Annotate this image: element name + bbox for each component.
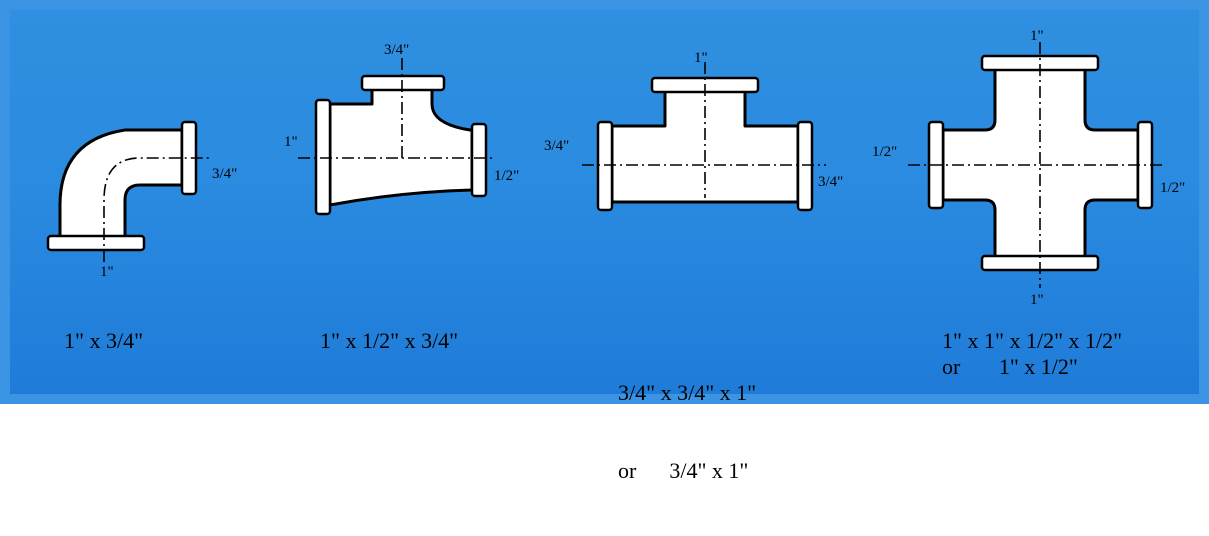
- tee-label-top: 1": [694, 50, 708, 66]
- elbow-caption: 1" x 3/4": [64, 328, 143, 354]
- cross-caption-line-2: or 1" x 1/2": [942, 354, 1078, 379]
- reducing-tee-label-top: 3/4": [384, 42, 409, 58]
- reducing-tee-label-left: 1": [284, 134, 298, 150]
- tee-label-left: 3/4": [544, 138, 569, 154]
- tee-flange-left: [596, 120, 614, 212]
- cross-label-left: 1/2": [872, 144, 897, 160]
- cross-caption: 1" x 1" x 1/2" x 1/2" or 1" x 1/2": [942, 328, 1122, 380]
- elbow-caption-line-1: 1" x 3/4": [64, 328, 144, 353]
- tee-caption-line-1: 3/4" x 3/4" x 1": [618, 380, 757, 405]
- elbow-body: [58, 128, 184, 240]
- tee-flange-right: [796, 120, 814, 212]
- reducing-tee-fitting: 3/4" 1" 1/2": [284, 42, 519, 216]
- tee-caption: 3/4" x 3/4" x 1" or 3/4" x 1": [618, 328, 756, 536]
- reducing-tee-flange-top: [360, 74, 446, 92]
- reducing-tee-flange-left: [314, 98, 332, 216]
- cross-caption-line-1: 1" x 1" x 1/2" x 1/2": [942, 328, 1123, 353]
- cross-label-right: 1/2": [1160, 180, 1185, 196]
- elbow-flange-bottom: [46, 234, 146, 252]
- tee-caption-line-2: or 3/4" x 1": [618, 458, 749, 483]
- reducing-tee-label-right: 1/2": [494, 168, 519, 184]
- reducing-tee-caption-line-1: 1" x 1/2" x 3/4": [320, 328, 459, 353]
- cross-label-bottom: 1": [1030, 292, 1044, 308]
- elbow-label-bottom: 1": [100, 264, 114, 280]
- fittings-drawing: 3/4" 1" 3/4" 1" 1/2" 1" 3/4" 3/4": [46, 28, 1185, 308]
- elbow-centerline: [103, 157, 210, 262]
- elbow-fitting: 3/4" 1": [46, 120, 237, 280]
- tee-label-right: 3/4": [818, 174, 843, 190]
- tee-fitting: 1" 3/4" 3/4": [544, 50, 843, 212]
- cross-fitting: 1" 1/2" 1/2" 1": [872, 28, 1185, 308]
- reducing-tee-caption: 1" x 1/2" x 3/4": [320, 328, 458, 354]
- pipe-fittings-diagram: 3/4" 1" 3/4" 1" 1/2" 1" 3/4" 3/4": [0, 0, 1209, 483]
- elbow-label-right: 3/4": [212, 166, 237, 182]
- reducing-tee-flange-right: [470, 122, 488, 198]
- reducing-tee-body: [328, 86, 474, 207]
- cross-label-top: 1": [1030, 28, 1044, 44]
